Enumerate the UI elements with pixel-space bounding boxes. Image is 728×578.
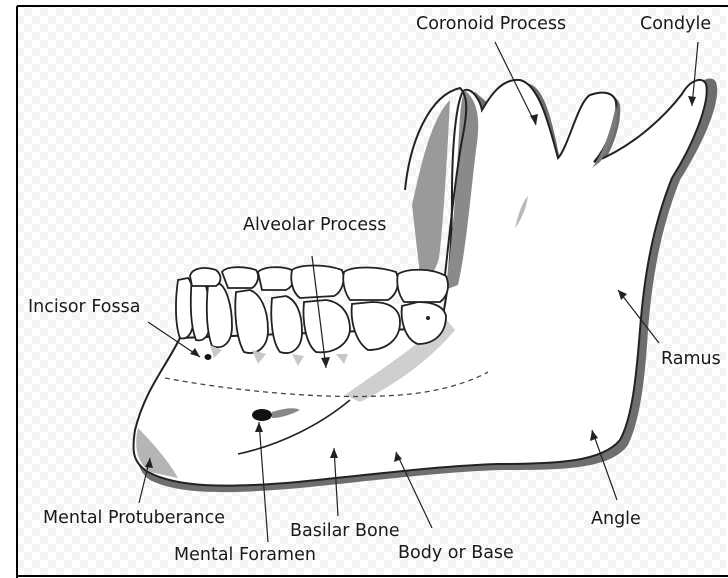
label-coronoid-process: Coronoid Process [416, 16, 566, 34]
label-incisor-fossa: Incisor Fossa [28, 299, 140, 317]
label-mental-foramen: Mental Foramen [174, 547, 316, 565]
label-angle: Angle [591, 511, 641, 529]
mental-foramen-mark [252, 409, 272, 421]
incisor-fossa-mark [205, 354, 212, 360]
label-body-or-base: Body or Base [398, 545, 514, 563]
label-mental-protuberance: Mental Protuberance [43, 510, 225, 528]
label-alveolar-process: Alveolar Process [243, 217, 386, 235]
label-basilar-bone: Basilar Bone [290, 523, 400, 541]
label-ramus: Ramus [661, 351, 721, 369]
label-condyle: Condyle [640, 16, 711, 34]
tooth-dot [426, 316, 430, 320]
